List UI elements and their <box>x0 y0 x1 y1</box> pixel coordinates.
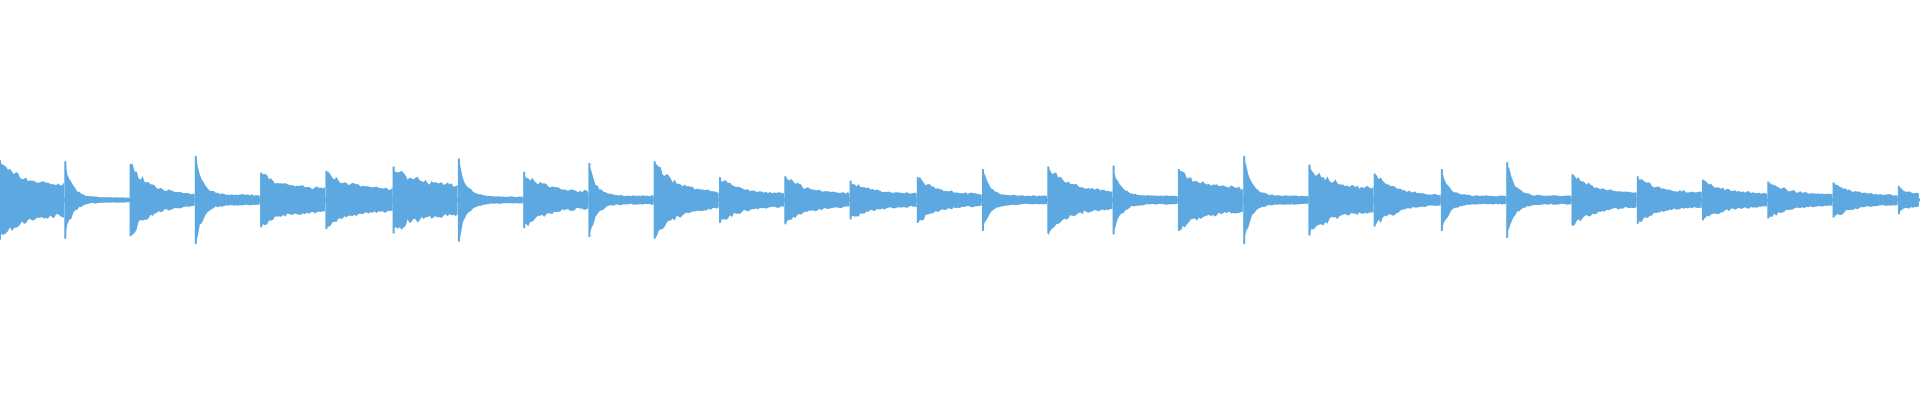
waveform-segments <box>0 155 1920 245</box>
waveform-segment <box>65 158 130 238</box>
waveform-segment <box>983 170 1047 227</box>
waveform-segment <box>0 161 64 235</box>
